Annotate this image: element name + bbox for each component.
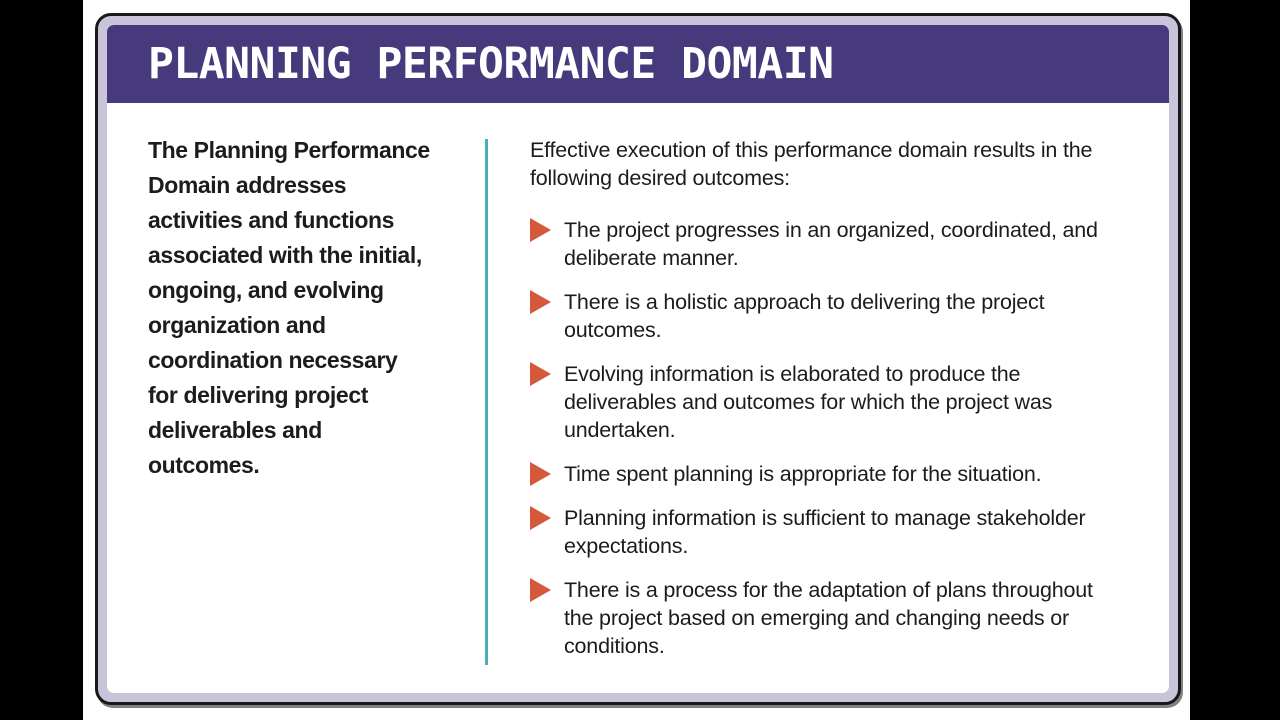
list-item-text: There is a holistic approach to deliveri… bbox=[564, 290, 1045, 342]
list-item: There is a process for the adaptation of… bbox=[530, 576, 1160, 660]
domain-description: The Planning Performance Domain addresse… bbox=[148, 137, 430, 478]
slide-background: PLANNING PERFORMANCE DOMAIN The Planning… bbox=[83, 0, 1190, 720]
triangle-bullet-icon bbox=[530, 290, 551, 314]
outcomes-list: The project progresses in an organized, … bbox=[530, 216, 1160, 660]
list-item-text: There is a process for the adaptation of… bbox=[564, 578, 1093, 658]
list-item: The project progresses in an organized, … bbox=[530, 216, 1160, 272]
list-item-text: Evolving information is elaborated to pr… bbox=[564, 362, 1053, 442]
domain-card: PLANNING PERFORMANCE DOMAIN The Planning… bbox=[95, 13, 1181, 705]
list-item-text: Time spent planning is appropriate for t… bbox=[564, 462, 1042, 486]
card-body: The Planning Performance Domain addresse… bbox=[107, 103, 1169, 693]
list-item: Time spent planning is appropriate for t… bbox=[530, 460, 1160, 488]
list-item: Planning information is sufficient to ma… bbox=[530, 504, 1160, 560]
list-item: There is a holistic approach to deliveri… bbox=[530, 288, 1160, 344]
triangle-bullet-icon bbox=[530, 578, 551, 602]
triangle-bullet-icon bbox=[530, 462, 551, 486]
outcomes-intro: Effective execution of this performance … bbox=[530, 138, 1093, 190]
triangle-bullet-icon bbox=[530, 218, 551, 242]
outcomes-section: Effective execution of this performance … bbox=[530, 136, 1160, 660]
card-inner: PLANNING PERFORMANCE DOMAIN The Planning… bbox=[107, 25, 1169, 693]
card-header: PLANNING PERFORMANCE DOMAIN bbox=[107, 25, 1169, 103]
page-title: PLANNING PERFORMANCE DOMAIN bbox=[148, 39, 834, 89]
list-item-text: The project progresses in an organized, … bbox=[564, 218, 1098, 270]
list-item: Evolving information is elaborated to pr… bbox=[530, 360, 1160, 444]
triangle-bullet-icon bbox=[530, 506, 551, 530]
triangle-bullet-icon bbox=[530, 362, 551, 386]
vertical-divider bbox=[485, 139, 488, 665]
list-item-text: Planning information is sufficient to ma… bbox=[564, 506, 1086, 558]
